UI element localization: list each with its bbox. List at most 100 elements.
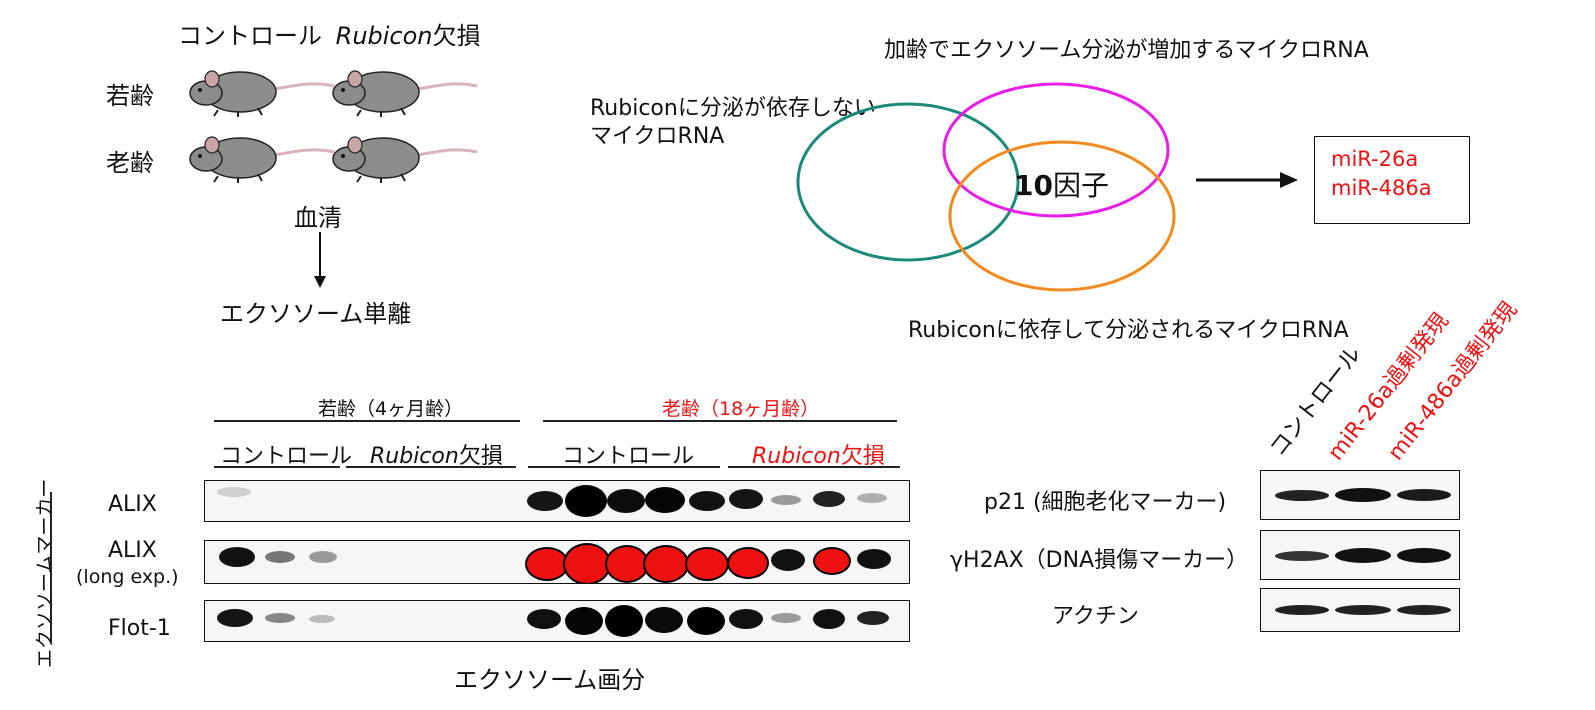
blot-band: [217, 609, 253, 627]
side-label-exosome-marker: エクソソームマーカー: [34, 478, 56, 668]
row-label-gh2ax: γH2AX（DNA損傷マーカー）: [950, 548, 1249, 573]
blot-band: [1397, 489, 1451, 501]
blot-band: [565, 485, 607, 517]
arrow-down-icon: [314, 232, 326, 288]
sub-control-young: コントロール: [220, 444, 353, 469]
group-old-line: [543, 420, 897, 422]
side-label-bracket: [50, 492, 52, 642]
blot-band: [643, 545, 689, 583]
mouse-icon: [189, 70, 335, 117]
venn-center-num: 10: [1014, 169, 1053, 202]
venn-center-text: 10因子: [1014, 164, 1109, 204]
blot-band: [565, 607, 603, 635]
venn-top-label: 加齢でエクソソーム分泌が増加するマイクロRNA: [884, 38, 1369, 63]
blot-band: [645, 487, 685, 513]
blot-flot1: [204, 600, 910, 642]
venn-circle-top: [942, 82, 1170, 218]
blot-band: [527, 491, 563, 511]
blot-band: [563, 543, 611, 583]
blot-band: [1275, 490, 1329, 501]
sub-rubicon-young-wrap: Rubicon欠損: [370, 438, 503, 470]
blot-band: [813, 491, 845, 507]
row-label-young: 若齢: [106, 82, 154, 110]
blot-band: [265, 551, 295, 563]
blot-gh2ax: [1260, 530, 1460, 580]
blot-alix: [204, 480, 910, 522]
sub-deficient-young: 欠損: [458, 444, 503, 469]
header-control: コントロール: [178, 22, 322, 50]
sub-line: [528, 466, 720, 468]
mirna-result-box: miR-26a miR-486a: [1314, 136, 1470, 224]
blot-p21: [1260, 470, 1460, 520]
blot-band: [729, 489, 763, 509]
group-old-label: 老齢（18ヶ月齢）: [662, 398, 820, 420]
header-deficient: 欠損: [432, 22, 481, 50]
exosome-fraction-label: エクソソーム画分: [454, 666, 646, 694]
blot-band: [771, 549, 805, 571]
sub-control-old: コントロール: [562, 444, 695, 469]
blot-band: [813, 547, 851, 575]
sub-rubicon-old: Rubicon: [752, 444, 841, 469]
blot-band: [813, 609, 845, 629]
group-young-line: [214, 420, 520, 422]
blot-band: [727, 547, 769, 579]
serum-label: 血清: [294, 204, 342, 232]
blot-band: [685, 547, 729, 581]
sub-deficient-old: 欠損: [840, 444, 885, 469]
sub-line: [214, 466, 340, 468]
venn-center-unit: 因子: [1052, 169, 1109, 202]
mouse-icon: [332, 70, 478, 117]
blot-band: [687, 607, 725, 635]
arrow-right-icon: [1196, 172, 1298, 188]
mirna-item: miR-486a: [1331, 176, 1432, 200]
blot-band: [1335, 488, 1391, 502]
blot-actin: [1260, 588, 1460, 632]
sub-rubicon-old-wrap: Rubicon欠損: [752, 438, 885, 470]
blot-alix-long: [204, 540, 910, 584]
blot-band: [219, 547, 255, 567]
blot-band: [1397, 548, 1451, 563]
blot-band: [645, 607, 683, 633]
blot-band: [527, 609, 561, 629]
venn-circle-left: [796, 102, 1020, 262]
blot-band: [857, 611, 889, 625]
row-label-long-exp: (long exp.): [76, 566, 179, 588]
row-label-old: 老齢: [106, 149, 154, 177]
blot-band: [1275, 551, 1329, 561]
blot-band: [771, 613, 801, 623]
header-rubicon: Rubicon: [335, 22, 433, 50]
blot-band: [857, 549, 891, 569]
blot-band: [1397, 605, 1451, 615]
blot-band: [607, 489, 645, 513]
blot-band: [771, 495, 801, 505]
venn-circle-bottom: [948, 140, 1176, 292]
group-young-label: 若齢（4ヶ月齢）: [318, 398, 464, 420]
mouse-group-header: コントロール Rubicon欠損: [178, 16, 481, 51]
blot-band: [309, 615, 335, 623]
blot-band: [729, 609, 763, 629]
row-label-alix: ALIX: [108, 492, 157, 517]
blot-band: [1335, 548, 1391, 563]
blot-band: [605, 605, 643, 637]
row-label-actin: アクチン: [1052, 604, 1139, 629]
blot-band: [1335, 605, 1391, 615]
sub-line: [728, 466, 900, 468]
blot-band: [217, 487, 251, 497]
row-label-flot1: Flot-1: [108, 616, 171, 641]
blot-band: [1275, 605, 1329, 615]
venn-diagram: [796, 82, 1176, 292]
venn-bottom-label: Rubiconに依存して分泌されるマイクロRNA: [908, 318, 1349, 343]
blot-band: [689, 491, 725, 511]
blot-band: [265, 613, 295, 623]
sub-rubicon-young: Rubicon: [370, 444, 459, 469]
mouse-icon: [189, 136, 335, 183]
row-label-p21: p21 (細胞老化マーカー): [984, 490, 1227, 515]
blot-band: [525, 547, 569, 581]
row-label-alix-long: ALIX: [108, 538, 157, 563]
blot-band: [309, 551, 337, 563]
exosome-isolation-label: エクソソーム単離: [220, 300, 412, 328]
venn-left-label-2: マイクロRNA: [590, 124, 725, 149]
sub-line: [346, 466, 516, 468]
mouse-icon: [332, 136, 478, 183]
mirna-item: miR-26a: [1331, 147, 1419, 171]
